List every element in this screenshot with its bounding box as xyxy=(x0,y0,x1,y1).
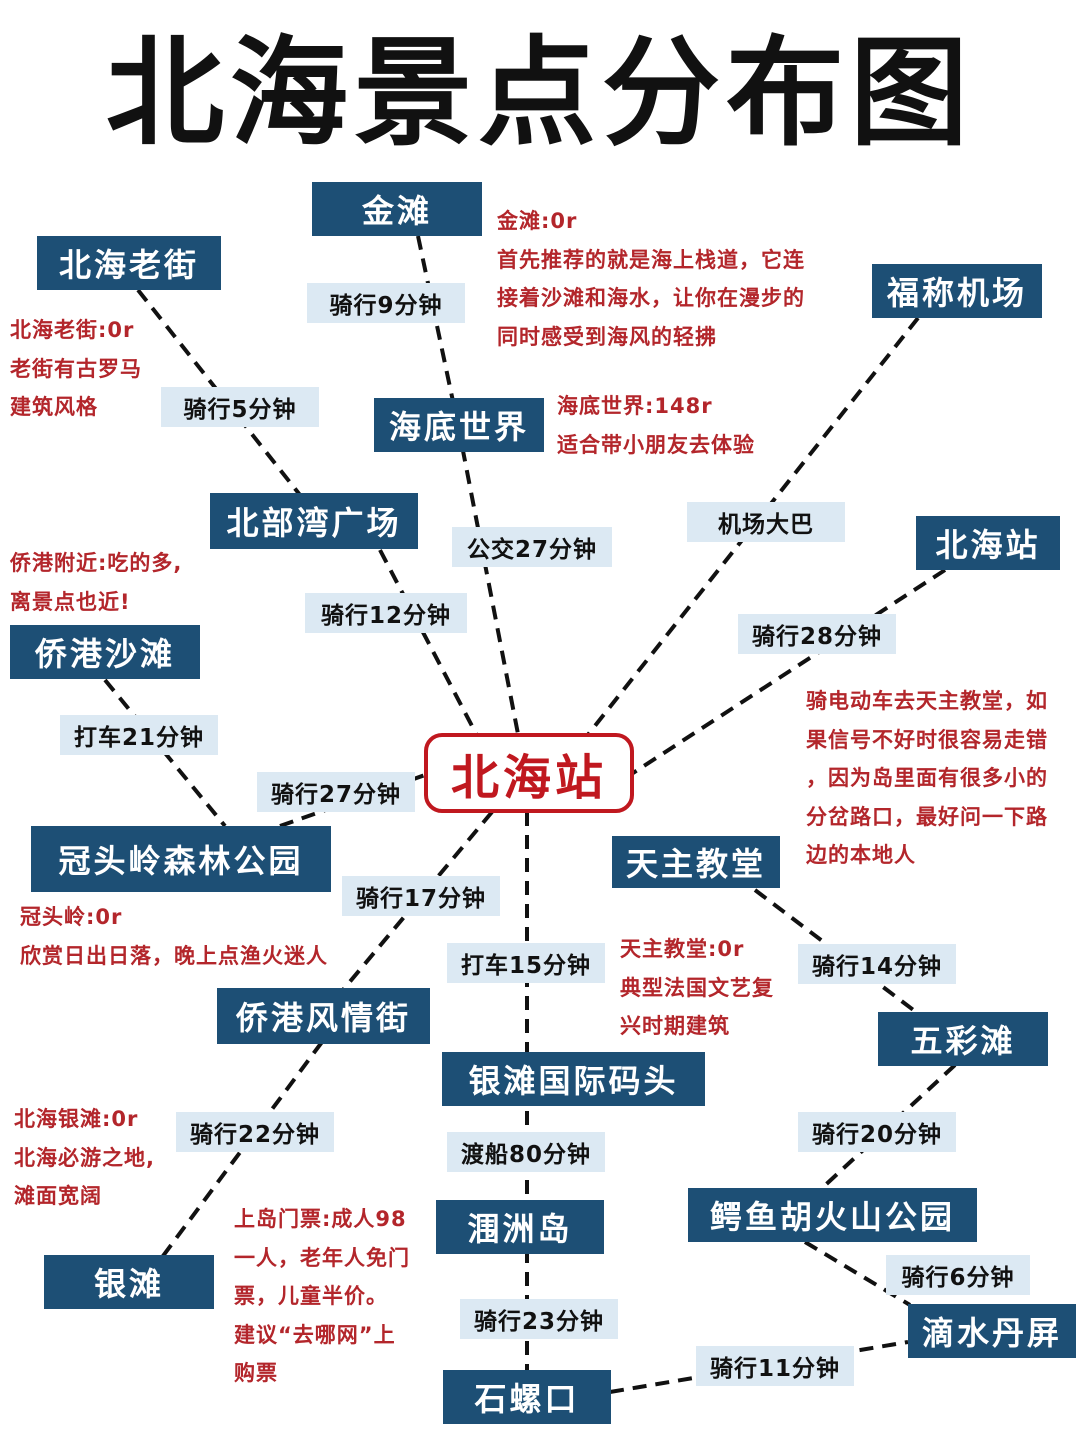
note-line: 兴时期建筑 xyxy=(620,1014,730,1038)
note-line: 首先推荐的就是海上栈道，它连 xyxy=(497,247,805,272)
route-hub-yintan-pier: 打车15分钟 xyxy=(447,943,605,983)
note-line: 欣赏日出日落，晚上点渔火迷人 xyxy=(20,943,328,968)
note-line: 北海必游之地, xyxy=(14,1145,155,1170)
spot-beibuwan-square[interactable]: 北部湾广场 xyxy=(210,493,418,549)
line-station-hub xyxy=(628,568,947,777)
note-line: 上岛门票:成人98 xyxy=(234,1207,407,1231)
line-wucaitan-eyuhu xyxy=(818,1063,957,1192)
note-line: 典型法国文艺复 xyxy=(620,975,774,1000)
route-eyuhu-dishui: 骑行6分钟 xyxy=(886,1255,1030,1295)
spot-beihai-old-street[interactable]: 北海老街 xyxy=(37,236,221,290)
spot-qiaogang-beach[interactable]: 侨港沙滩 xyxy=(10,625,200,679)
spot-guantouling-forest-park[interactable]: 冠头岭森林公园 xyxy=(31,826,331,892)
note-line: 购票 xyxy=(234,1361,278,1385)
note-line: 滩面宽阔 xyxy=(14,1184,102,1208)
spot-fucheng-airport[interactable]: 福称机场 xyxy=(872,264,1042,318)
spot-yintan-pier[interactable]: 银滩国际码头 xyxy=(442,1052,705,1106)
note-old-street: 北海老街:0r 老街有古罗马 建筑风格 xyxy=(10,311,142,427)
note-line: 金滩:0r xyxy=(497,209,578,233)
spot-qiaogang-street[interactable]: 侨港风情街 xyxy=(217,988,430,1044)
route-airport-hub: 机场大巴 xyxy=(687,502,845,542)
note-line: 老街有古罗马 xyxy=(10,356,142,381)
route-qiaogang-beach-guantouling: 打车21分钟 xyxy=(60,715,218,755)
note-line: 海底世界:148r xyxy=(557,394,713,418)
note-line: 建议“去哪网”上 xyxy=(234,1322,396,1347)
line-hub-qiaogang-street xyxy=(320,810,494,1017)
spot-catholic-church[interactable]: 天主教堂 xyxy=(612,836,780,888)
route-station-hub: 骑行28分钟 xyxy=(738,614,896,654)
line-jintan-haidi xyxy=(416,235,460,426)
note-line: 侨港附近:吃的多, xyxy=(10,551,183,575)
spot-beihai-station[interactable]: 北海站 xyxy=(916,516,1060,570)
note-line: 票，儿童半价。 xyxy=(234,1284,388,1308)
note-line: 果信号不好时很容易走错 xyxy=(806,727,1048,752)
route-guantouling-hub: 骑行27分钟 xyxy=(257,772,415,812)
note-line: 天主教堂:0r xyxy=(620,937,745,961)
note-line: 北海老街:0r xyxy=(10,318,135,342)
note-line: 建筑风格 xyxy=(10,395,98,419)
route-beibuwan-hub: 骑行12分钟 xyxy=(305,593,467,633)
spot-wucaitan[interactable]: 五彩滩 xyxy=(878,1012,1048,1066)
spot-underwater-world[interactable]: 海底世界 xyxy=(374,398,544,452)
route-tianzhu-wucaitan: 骑行14分钟 xyxy=(798,944,956,984)
note-catholic-church: 天主教堂:0r 典型法国文艺复 兴时期建筑 xyxy=(620,930,774,1046)
note-line: 离景点也近! xyxy=(10,589,131,614)
note-weizhou: 上岛门票:成人98 一人，老年人免门 票，儿童半价。 建议“去哪网”上 购票 xyxy=(234,1200,410,1393)
spot-weizhou-island[interactable]: 涠洲岛 xyxy=(436,1200,604,1254)
route-weizhou-shiluokou: 骑行23分钟 xyxy=(460,1299,618,1339)
spot-shiluokou[interactable]: 石螺口 xyxy=(443,1370,611,1424)
note-line: 接着沙滩和海水，让你在漫步的 xyxy=(497,286,805,310)
note-line: 骑电动车去天主教堂，如 xyxy=(806,689,1048,713)
note-line: 同时感受到海风的轻拂 xyxy=(497,324,717,349)
spot-eyuhu-volcano-park[interactable]: 鳄鱼胡火山公园 xyxy=(688,1188,977,1242)
note-guantouling: 冠头岭:0r 欣赏日出日落，晚上点渔火迷人 xyxy=(20,898,328,975)
route-shiluokou-dishui: 骑行11分钟 xyxy=(696,1346,854,1386)
spot-yintan[interactable]: 银滩 xyxy=(44,1255,214,1309)
note-yintan: 北海银滩:0r 北海必游之地, 滩面宽阔 xyxy=(14,1100,155,1216)
note-qiaogang: 侨港附近:吃的多, 离景点也近! xyxy=(10,544,182,621)
note-underwater-world: 海底世界:148r 适合带小朋友去体验 xyxy=(557,387,755,464)
note-line: 边的本地人 xyxy=(806,843,916,867)
note-church-route: 骑电动车去天主教堂，如 果信号不好时很容易走错 ，因为岛里面有很多小的 分岔路口… xyxy=(806,682,1048,875)
line-airport-hub xyxy=(558,316,920,772)
note-line: 北海银滩:0r xyxy=(14,1107,139,1131)
hub-beihai-station[interactable]: 北海站 xyxy=(424,733,634,813)
route-wucaitan-eyuhu: 骑行20分钟 xyxy=(798,1112,956,1152)
note-line: ，因为岛里面有很多小的 xyxy=(806,766,1048,790)
line-beibuwan-hub xyxy=(378,549,497,771)
route-qiaogang-street-yintan: 骑行22分钟 xyxy=(176,1112,334,1152)
route-hub-qiaogang-street: 骑行17分钟 xyxy=(342,876,500,916)
spot-dishui-danping[interactable]: 滴水丹屏 xyxy=(908,1304,1076,1358)
note-jintan: 金滩:0r 首先推荐的就是海上栈道，它连 接着沙滩和海水，让你在漫步的 同时感受… xyxy=(497,202,805,356)
route-haidi-hub: 公交27分钟 xyxy=(452,527,612,567)
route-jintan-haidi: 骑行9分钟 xyxy=(307,283,465,323)
route-laojie-beibuwan: 骑行5分钟 xyxy=(161,387,319,427)
line-haidi-hub xyxy=(456,424,527,771)
note-line: 冠头岭:0r xyxy=(20,905,123,929)
line-laojie-beibuwan xyxy=(136,288,302,497)
note-line: 分岔路口，最好问一下路 xyxy=(806,804,1048,829)
route-yintan-pier-weizhou: 渡船80分钟 xyxy=(447,1132,605,1172)
note-line: 一人，老年人免门 xyxy=(234,1245,410,1270)
map-title: 北海景点分布图 xyxy=(105,24,974,162)
note-line: 适合带小朋友去体验 xyxy=(557,432,755,457)
spot-jintan[interactable]: 金滩 xyxy=(312,182,482,236)
